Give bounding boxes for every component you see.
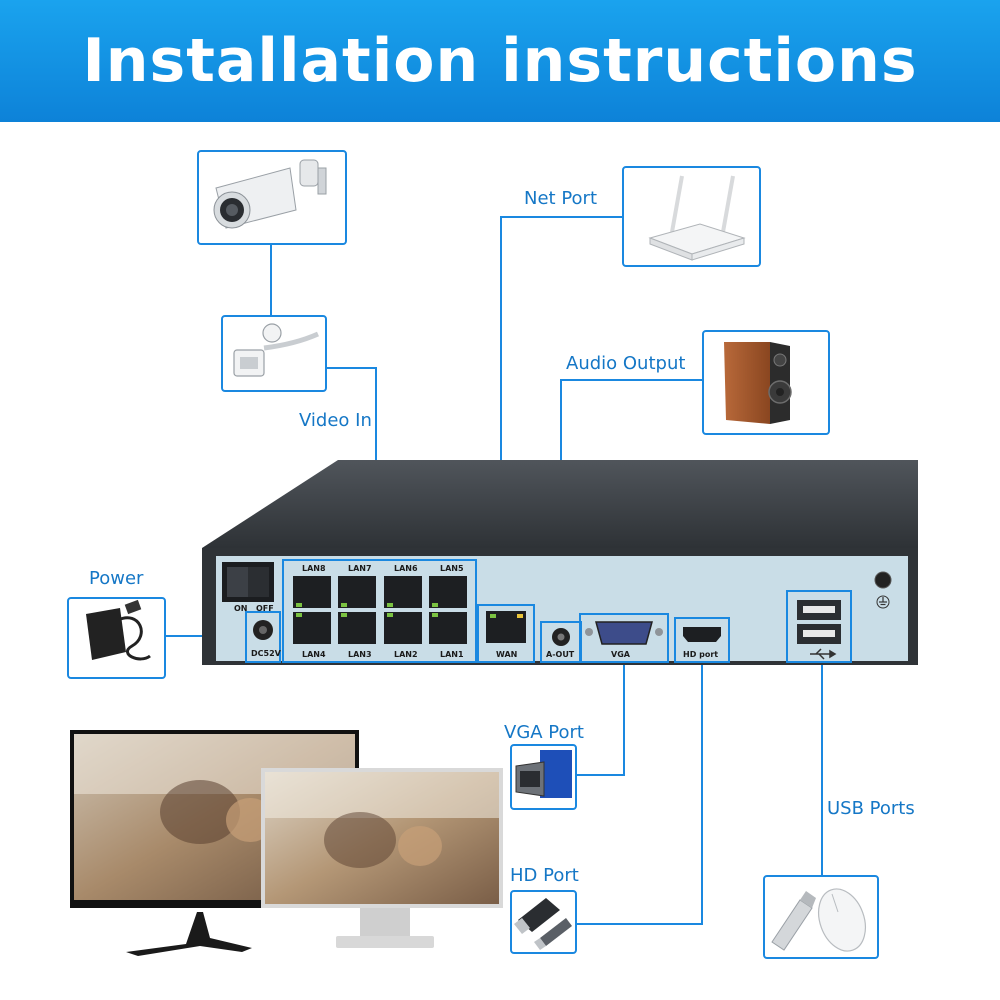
lan-socket-row-top — [293, 576, 467, 608]
lan-socket-row-bottom — [293, 612, 467, 644]
title-banner: Installation instructions — [0, 0, 1000, 122]
lan1-label: LAN1 — [440, 650, 464, 659]
nvr-recorder: ON OFF DC52V LAN8 LAN7 LAN6 LAN5 — [202, 460, 918, 665]
switch-on-label: ON — [234, 604, 248, 613]
ground-terminal — [874, 571, 892, 609]
vga-port: VGA — [579, 613, 669, 663]
rj45-coupler-icon — [233, 323, 320, 377]
lan8-label: LAN8 — [302, 564, 326, 573]
vga-cable-box — [510, 744, 577, 810]
vga-line — [576, 663, 625, 776]
usb-ports — [786, 590, 852, 663]
lan4-label: LAN4 — [302, 650, 326, 659]
vga-port-label: VGA Port — [504, 722, 584, 743]
wan-port: WAN — [477, 604, 535, 663]
audio-out-port: A-OUT — [540, 621, 582, 663]
wifi-router-icon — [648, 175, 746, 261]
lan3-label: LAN3 — [348, 650, 372, 659]
video-in-label: Video In — [299, 410, 372, 431]
coupler-box — [221, 315, 327, 392]
usb-symbol-icon — [810, 648, 837, 660]
lan6-label: LAN6 — [394, 564, 418, 573]
hd-port-label: HD Port — [510, 865, 579, 886]
power-adapter-box — [67, 597, 166, 679]
hdmi-cable-icon — [514, 898, 572, 950]
power-label: Power — [89, 568, 144, 589]
vga-label: VGA — [611, 650, 631, 659]
aout-label: A-OUT — [546, 650, 575, 659]
camera-box — [197, 150, 347, 245]
monitor-icon — [261, 768, 503, 948]
usb-flash-drive-icon — [771, 891, 816, 951]
hd-line — [576, 663, 703, 925]
switch-off-label: OFF — [256, 604, 274, 613]
lan5-label: LAN5 — [440, 564, 464, 573]
audio-output-label: Audio Output — [566, 353, 685, 374]
nvr-top — [202, 460, 918, 548]
dc-power-jack: DC52V — [245, 611, 282, 663]
router-box — [622, 166, 761, 267]
lan-ports-block: LAN8 LAN7 LAN6 LAN5 LAN4 — [282, 559, 477, 663]
dc-label: DC52V — [251, 649, 282, 658]
bookshelf-speaker-icon — [724, 342, 792, 424]
ground-symbol-icon — [879, 597, 887, 606]
lan-leds — [296, 603, 438, 617]
power-adapter-icon — [86, 599, 151, 661]
hd-label: HD port — [683, 650, 718, 659]
usb-devices-box — [763, 875, 879, 959]
bullet-camera-icon — [213, 159, 327, 229]
wan-label: WAN — [496, 650, 517, 659]
monitor-right — [261, 768, 503, 948]
power-switch: ON OFF — [222, 562, 274, 613]
usb-mouse-icon — [818, 888, 866, 952]
lan7-label: LAN7 — [348, 564, 372, 573]
page-title: Installation instructions — [82, 26, 918, 96]
hd-port: HD port — [674, 617, 730, 663]
hd-cable-box — [510, 890, 577, 954]
net-port-label: Net Port — [524, 188, 597, 209]
lan2-label: LAN2 — [394, 650, 418, 659]
usb-ports-label: USB Ports — [827, 798, 915, 819]
vga-cable-icon — [515, 750, 572, 798]
speaker-box — [702, 330, 830, 435]
